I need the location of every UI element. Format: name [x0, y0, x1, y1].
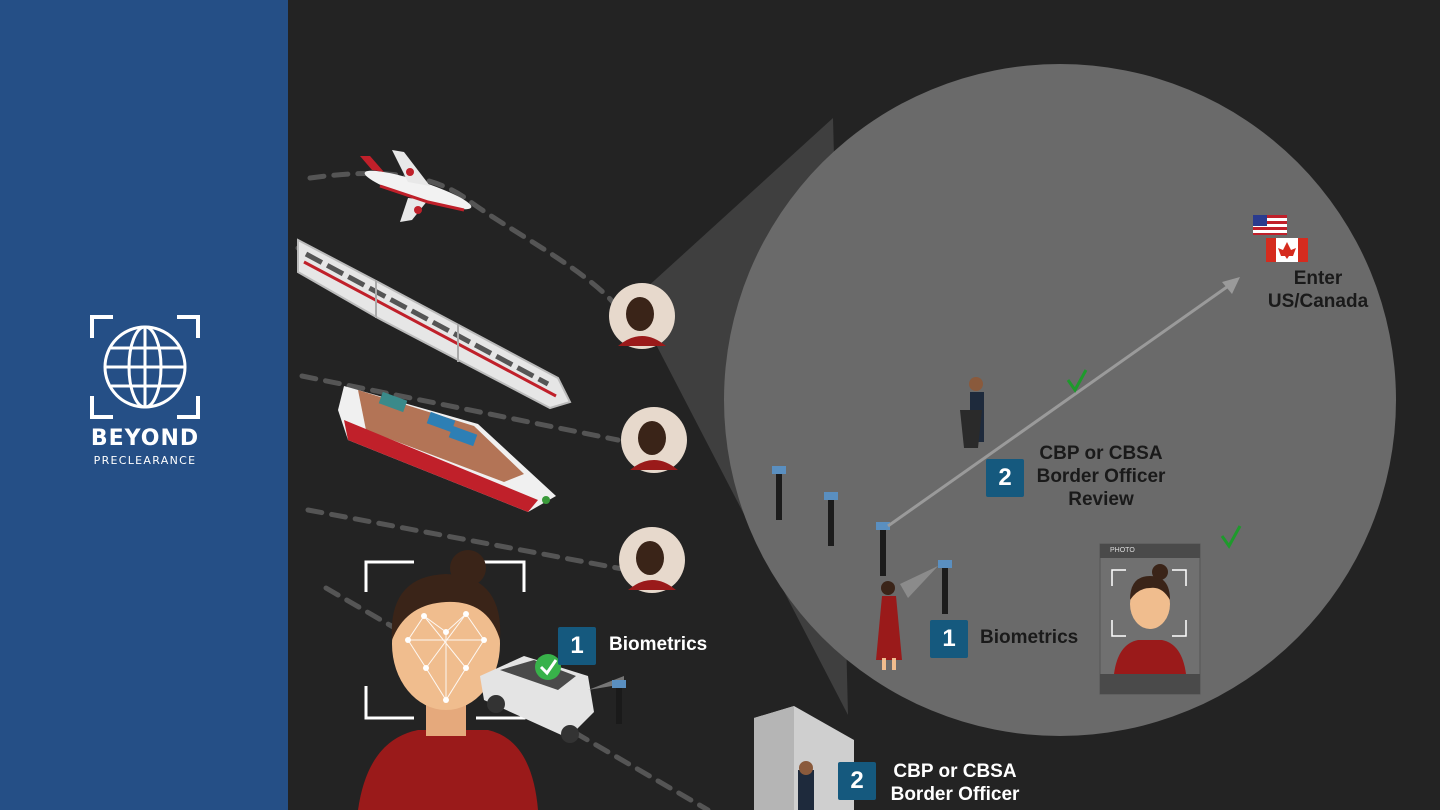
- officer-review-line3: Review: [1068, 489, 1134, 510]
- officer-label-line2: Border Officer: [890, 784, 1020, 805]
- us-flag-icon: [1253, 215, 1287, 235]
- biometrics-circle-label: Biometrics: [980, 627, 1079, 648]
- scene-graphics: [295, 64, 1396, 810]
- officer-booth: [754, 706, 854, 810]
- canada-flag-icon: [1266, 238, 1308, 262]
- destination-label: Enter US/Canada: [1258, 267, 1378, 313]
- check-icon: [1220, 525, 1242, 549]
- cruise-ship-icon: [338, 386, 556, 512]
- officer-review-line2: Border Officer: [1036, 466, 1166, 487]
- biometrics-label: Biometrics: [609, 634, 708, 655]
- entry-arrow: [887, 277, 1240, 528]
- kiosk-icon: [772, 466, 952, 614]
- officer-review-line1: CBP or CBSA: [1039, 443, 1163, 464]
- airplane-icon: [360, 150, 472, 222]
- officer-figure: [960, 377, 984, 448]
- check-icon: [1066, 369, 1088, 393]
- officer-review-label: CBP or CBSA Border Officer Review: [1026, 442, 1176, 511]
- beyond-preclearance-logo: BEYOND PRECLEARANCE: [80, 312, 210, 472]
- kiosk-screen: [1099, 543, 1201, 695]
- train-icon: [297, 238, 572, 410]
- step-2-review-badge: 2: [986, 459, 1024, 497]
- sidebar: BEYOND PRECLEARANCE: [0, 0, 288, 810]
- brand-name: BEYOND: [90, 426, 200, 451]
- travel-scene: PHOTO Enter US/Canada 2 CBP or CBSA Bord…: [288, 0, 1440, 810]
- destination-line1: Enter: [1293, 268, 1343, 289]
- destination-line2: US/Canada: [1267, 291, 1369, 312]
- globe-icon: [90, 315, 200, 419]
- traveler-avatar-icon: [619, 527, 685, 593]
- traveler-figure: [876, 581, 902, 670]
- face-scan-illustration: [358, 550, 538, 810]
- officer-label: CBP or CBSA Border Officer: [880, 760, 1030, 806]
- officer-label-line1: CBP or CBSA: [893, 761, 1017, 782]
- spotlight-circle: [724, 64, 1396, 736]
- step-1-circle-badge: 1: [930, 620, 968, 658]
- kiosk-screen-header: PHOTO: [1110, 547, 1135, 554]
- check-icon: [535, 654, 561, 680]
- brand-tagline: PRECLEARANCE: [93, 454, 197, 467]
- traveler-avatar-icon: [621, 407, 687, 473]
- step-2-badge: 2: [838, 762, 876, 800]
- step-1-badge: 1: [558, 627, 596, 665]
- traveler-avatar-icon: [609, 283, 675, 349]
- kiosk-icon: [612, 680, 626, 724]
